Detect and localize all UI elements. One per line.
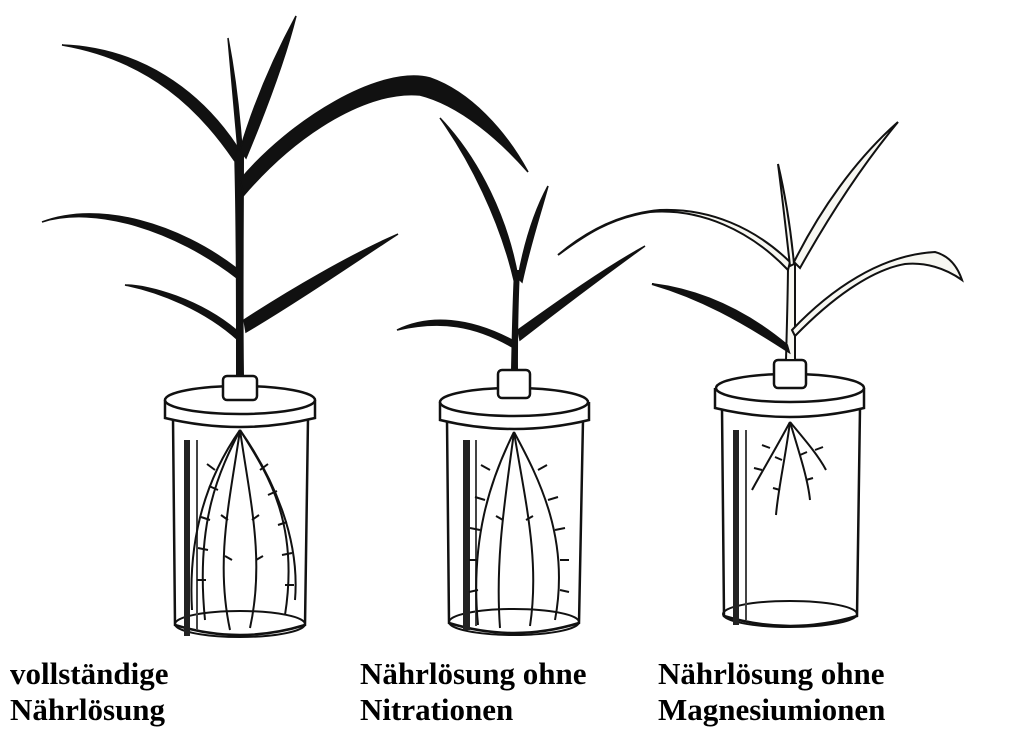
caption-line-1: vollständige [10,656,168,692]
caption-no-nitrate: Nährlösung ohne Nitrationen [360,656,587,728]
roots-no-magnesium [752,422,826,515]
plant-no-nitrate [397,118,645,635]
lid-no-nitrate [440,370,589,429]
lid-no-magnesium [715,360,864,417]
caption-complete-solution: vollständige Nährlösung [10,656,168,728]
caption-line-2: Nitrationen [360,692,587,728]
caption-line-1: Nährlösung ohne [360,656,587,692]
leaves-complete [42,16,528,340]
stem-no-nitrate [511,270,520,370]
plant-no-magnesium [558,122,962,627]
lid-complete [165,376,315,427]
leaves-no-magnesium [558,122,962,352]
leaves-no-nitrate [397,118,645,348]
roots-complete [191,430,295,630]
roots-no-nitrate [469,432,569,628]
jar-no-magnesium [722,408,860,627]
caption-no-magnesium: Nährlösung ohne Magnesiumionen [658,656,885,728]
caption-line-2: Nährlösung [10,692,168,728]
caption-line-2: Magnesiumionen [658,692,885,728]
caption-line-1: Nährlösung ohne [658,656,885,692]
